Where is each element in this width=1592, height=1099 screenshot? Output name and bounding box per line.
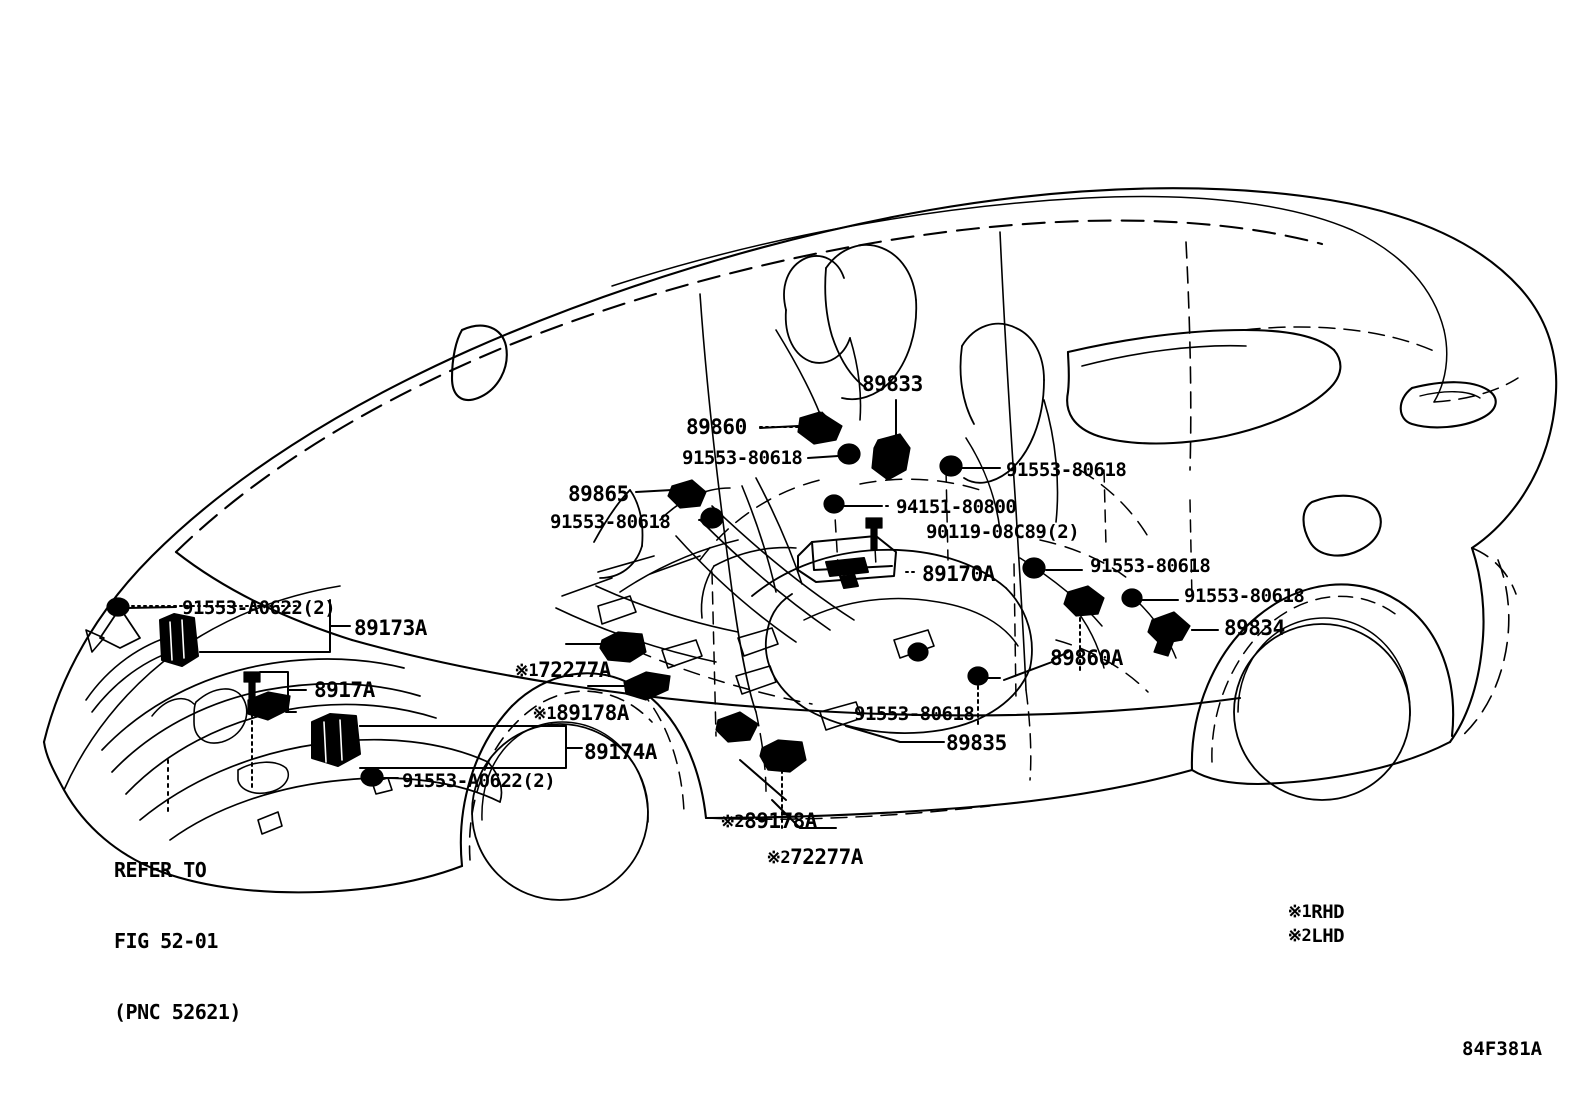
callout-90119-08C89: 90119-08C89(2) (926, 521, 1080, 543)
callout-91553-80618-e: 91553-80618 (1184, 585, 1305, 607)
refer-to-line2: FIG 52-01 (114, 928, 218, 953)
callout-91553-80618-a: 91553-80618 (682, 447, 803, 469)
refer-to-note: REFER TO FIG 52-01 (PNC 52621) (114, 812, 241, 1072)
mark-lhd-2: ※2 (766, 847, 791, 868)
callout-89835: 89835 (946, 731, 1007, 755)
legend-lhd: ※2LHD (1244, 903, 1345, 970)
callout-89174A: 89174A (584, 740, 657, 764)
callout-89860A: 89860A (1050, 646, 1123, 670)
refer-to-line3: (PNC 52621) (114, 999, 241, 1024)
callout-91553-80618-d: 91553-80618 (1090, 555, 1211, 577)
callout-72277A-rhd-text: 72277A (538, 657, 611, 682)
mark-rhd-2: ※1 (532, 703, 557, 724)
callout-94151-80800: 94151-80800 (896, 496, 1017, 518)
callout-89860: 89860 (686, 415, 747, 439)
callout-8917A: 8917A (314, 678, 375, 702)
legend-mark-2: ※2 (1287, 926, 1312, 947)
callout-89178A-lhd: ※289178A (672, 784, 818, 858)
callout-91553-80618-f: 91553-80618 (854, 703, 975, 725)
callout-72277A-rhd: ※172277A (466, 633, 612, 707)
callout-89833: 89833 (862, 372, 923, 396)
callout-89173A: 89173A (354, 616, 427, 640)
callout-91553-80618-b: 91553-80618 (1006, 459, 1127, 481)
mark-lhd-1: ※2 (720, 811, 745, 832)
callout-89170A: 89170A (922, 562, 995, 586)
callout-89178A-lhd-text: 89178A (744, 808, 817, 833)
figure-code: 84F381A (1462, 1038, 1543, 1060)
mark-rhd-1: ※1 (514, 660, 539, 681)
callout-91553-A0622-a: 91553-A0622(2) (182, 597, 336, 619)
callout-89178A-rhd: ※189178A (484, 676, 630, 750)
refer-to-line1: REFER TO (114, 858, 207, 883)
callout-91553-80618-c: 91553-80618 (550, 511, 671, 533)
callout-89865: 89865 (568, 482, 629, 506)
legend-text-2: LHD (1311, 925, 1345, 948)
callout-91553-A0622-b: 91553-A0622(2) (402, 770, 556, 792)
legend-rhd: ※1RHD (1244, 879, 1345, 946)
callout-72277A-lhd-text: 72277A (790, 844, 863, 869)
callout-72277A-lhd: ※272277A (718, 820, 864, 894)
legend-mark-1: ※1 (1287, 902, 1312, 923)
callout-89834: 89834 (1224, 616, 1285, 640)
callout-89178A-rhd-text: 89178A (556, 700, 629, 725)
legend-text-1: RHD (1311, 901, 1345, 924)
